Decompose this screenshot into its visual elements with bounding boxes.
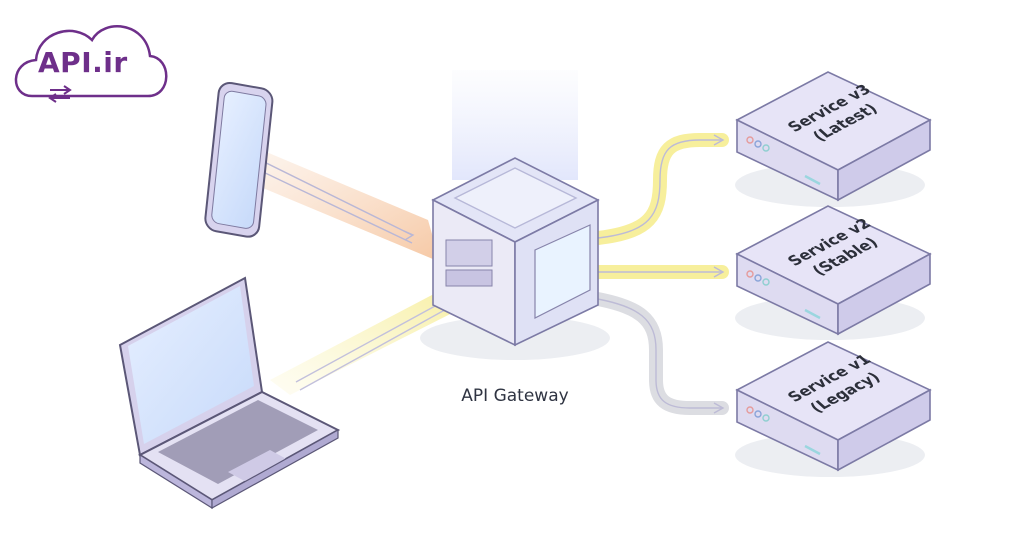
smartphone-icon [204, 81, 274, 238]
logo-text: API.ir [38, 46, 128, 79]
phone-flow-arrow [232, 140, 440, 262]
logo-cloud-icon [14, 25, 168, 103]
route-to-v3 [591, 133, 729, 245]
server-v3-icon [735, 71, 932, 207]
laptop-icon [118, 276, 341, 510]
gateway-label: API Gateway [461, 386, 569, 406]
server-v2-icon [735, 205, 932, 340]
route-to-v1 [585, 291, 729, 415]
api-gateway-icon [420, 157, 610, 360]
server-v1-icon [735, 341, 932, 477]
